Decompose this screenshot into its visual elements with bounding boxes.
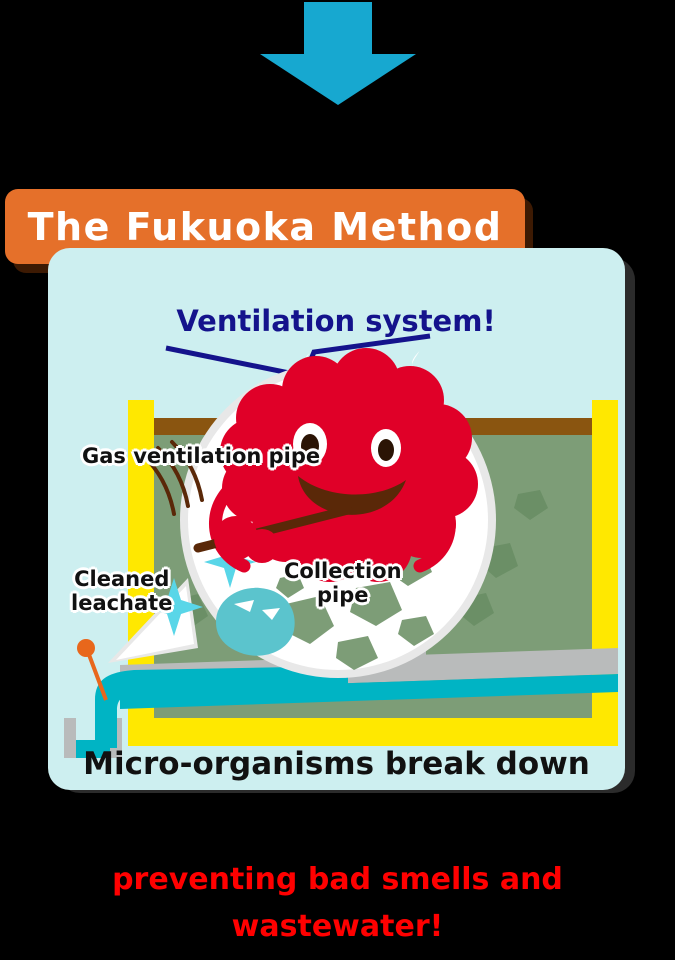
mascot-body <box>142 348 478 582</box>
leachate-outlet <box>64 666 348 758</box>
ventilation-headline: Ventilation system! <box>176 304 496 338</box>
mascot-broom <box>193 505 353 563</box>
cleaned-rock <box>216 587 295 656</box>
label-collection-pipe: Collection pipe <box>284 559 402 607</box>
bottom-caption-line2: wastewater! <box>231 908 444 944</box>
mascot-mouth <box>298 476 406 515</box>
down-arrow-icon <box>260 2 416 105</box>
label-gas-ventilation-pipe: Gas ventilation pipe <box>82 444 321 468</box>
mascot-eyes <box>293 423 401 467</box>
motion-lines <box>142 440 204 516</box>
diagram-panel: Ventilation system! Gas ventilation pipe… <box>48 248 625 790</box>
page-title: The Fukuoka Method <box>27 204 503 249</box>
leachate-water-layer <box>120 674 618 709</box>
micro-organisms-text: Micro-organisms break down <box>83 746 590 782</box>
bottom-caption: preventing bad smells and wastewater! <box>0 857 675 950</box>
bottom-caption-line1: preventing bad smells and <box>112 862 563 897</box>
landfill-cross-section <box>64 333 618 758</box>
label-cleaned-leachate: Cleaned leachate <box>71 567 173 615</box>
